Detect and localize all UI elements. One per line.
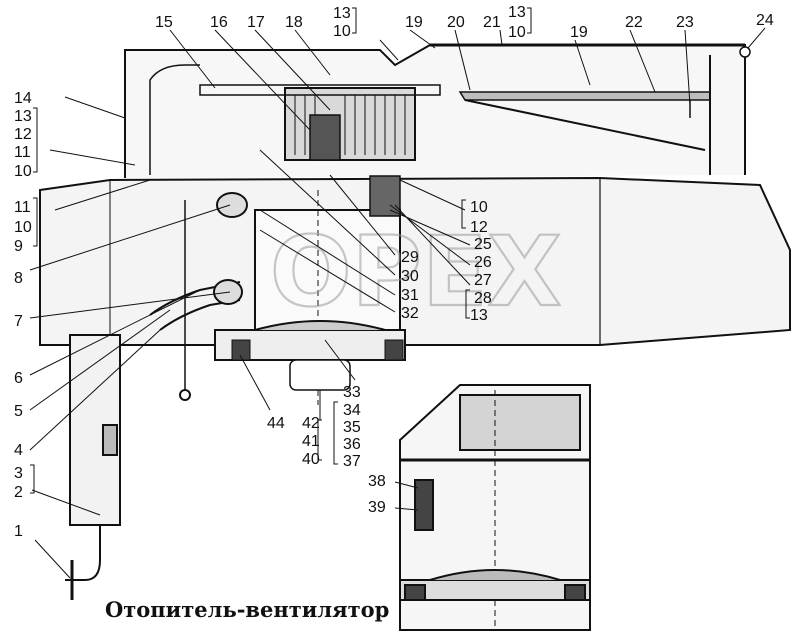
callout-39: 39 bbox=[368, 499, 386, 516]
callout-9: 9 bbox=[14, 238, 23, 255]
callout-5: 5 bbox=[14, 403, 23, 420]
callout-10-left-upper: 10 bbox=[14, 163, 32, 180]
callout-29: 29 bbox=[401, 249, 419, 266]
callout-12-right: 12 bbox=[470, 219, 488, 236]
callout-33: 33 bbox=[343, 384, 361, 401]
callout-38: 38 bbox=[368, 473, 386, 490]
upper-housing bbox=[124, 43, 746, 178]
callout-10-top-b: 10 bbox=[508, 24, 526, 41]
fan-motor bbox=[214, 175, 406, 405]
callout-24: 24 bbox=[756, 12, 774, 29]
diagram-caption: Отопитель-вентилятор bbox=[105, 597, 389, 622]
callout-35: 35 bbox=[343, 419, 361, 436]
callout-brackets bbox=[30, 7, 532, 494]
callout-23: 23 bbox=[676, 14, 694, 31]
callout-19-a: 19 bbox=[405, 14, 423, 31]
callout-25: 25 bbox=[474, 236, 492, 253]
leader-lines bbox=[29, 27, 766, 579]
callout-36: 36 bbox=[343, 436, 361, 453]
air-duct bbox=[458, 46, 751, 175]
callout-17: 17 bbox=[247, 14, 265, 31]
callout-32: 32 bbox=[401, 305, 419, 322]
callout-13-right: 13 bbox=[470, 307, 488, 324]
callout-13-left: 13 bbox=[14, 108, 32, 125]
callout-13-top-a: 13 bbox=[333, 5, 351, 22]
callout-8: 8 bbox=[14, 270, 23, 287]
callout-44: 44 bbox=[267, 415, 285, 432]
callout-34: 34 bbox=[343, 402, 361, 419]
callout-41: 41 bbox=[302, 433, 320, 450]
callout-13-top-b: 13 bbox=[508, 4, 526, 21]
callout-31: 31 bbox=[401, 287, 419, 304]
callout-42: 42 bbox=[302, 415, 320, 432]
callout-10-left-lower: 10 bbox=[14, 219, 32, 236]
callout-27: 27 bbox=[474, 272, 492, 289]
callout-1: 1 bbox=[14, 523, 23, 540]
callout-10-right: 10 bbox=[470, 199, 488, 216]
callout-16: 16 bbox=[210, 14, 228, 31]
detail-inset bbox=[399, 384, 591, 631]
callout-30: 30 bbox=[401, 268, 419, 285]
callout-28: 28 bbox=[474, 290, 492, 307]
callout-40: 40 bbox=[302, 451, 320, 468]
callout-11-left-upper: 11 bbox=[14, 144, 31, 161]
callout-7: 7 bbox=[14, 313, 23, 330]
callout-6: 6 bbox=[14, 370, 23, 387]
callout-3: 3 bbox=[14, 465, 23, 482]
callout-15: 15 bbox=[155, 14, 173, 31]
callout-37: 37 bbox=[343, 453, 361, 470]
coolant-pipes bbox=[65, 192, 248, 600]
watermark: OPEX bbox=[270, 216, 562, 328]
callout-2: 2 bbox=[14, 484, 23, 501]
callout-22: 22 bbox=[625, 14, 643, 31]
callout-19-b: 19 bbox=[570, 24, 588, 41]
callout-20: 20 bbox=[447, 14, 465, 31]
callout-labels: 1 2 3 4 5 6 7 8 9 10 10 10 10 10 11 11 1… bbox=[14, 4, 774, 540]
callout-10-top-a: 10 bbox=[333, 23, 351, 40]
callout-26: 26 bbox=[474, 254, 492, 271]
callout-14: 14 bbox=[14, 90, 32, 107]
callout-21: 21 bbox=[483, 14, 501, 31]
callout-11-left-lower: 11 bbox=[14, 199, 31, 216]
callout-18: 18 bbox=[285, 14, 303, 31]
callout-4: 4 bbox=[14, 442, 23, 459]
callout-12-left: 12 bbox=[14, 126, 32, 143]
